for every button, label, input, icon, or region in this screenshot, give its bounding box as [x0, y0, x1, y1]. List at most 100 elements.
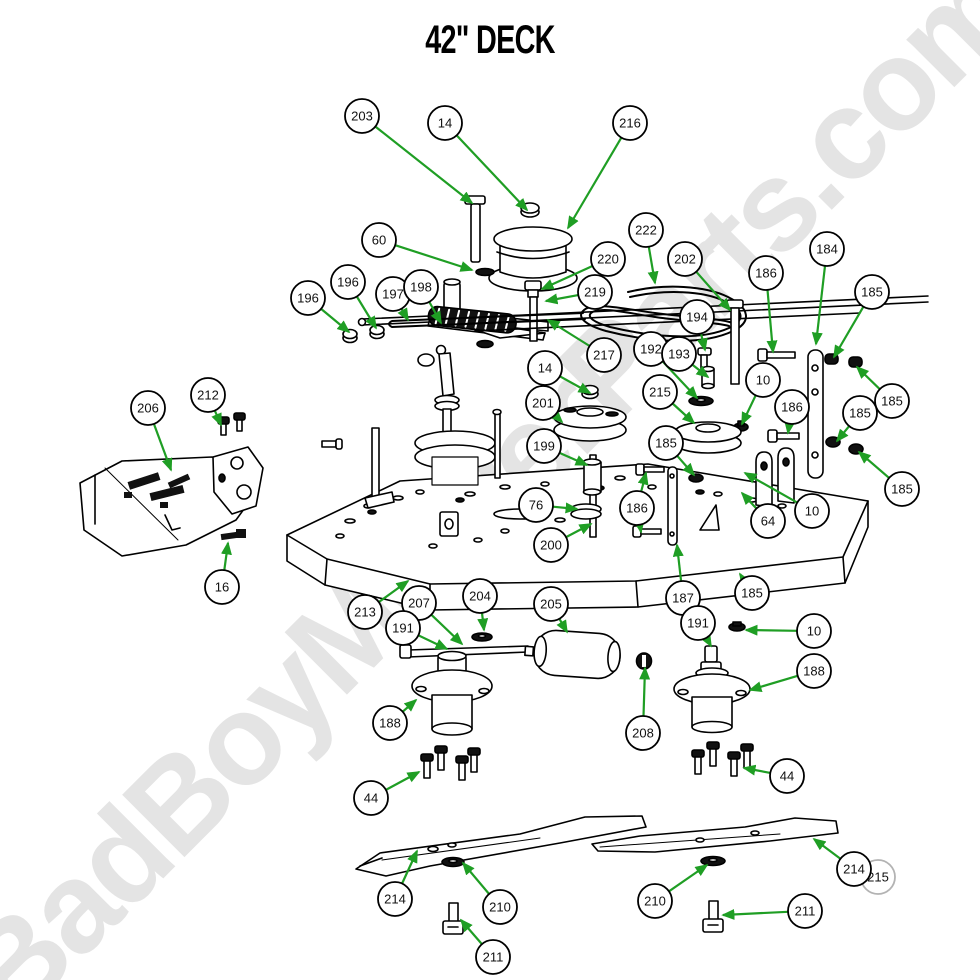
svg-text:210: 210 — [489, 900, 511, 915]
svg-text:10: 10 — [756, 373, 770, 388]
callout-220: 220 — [590, 241, 626, 277]
callout-arrow-188 — [401, 698, 418, 713]
callout-arrow-211 — [459, 918, 483, 945]
callout-arrow-196 — [320, 308, 351, 334]
discharge-chute — [79, 456, 253, 557]
callout-186: 186 — [748, 255, 784, 291]
svg-text:44: 44 — [780, 769, 794, 784]
callout-64: 64 — [750, 503, 786, 539]
callout-arrow-186 — [637, 471, 649, 492]
svg-text:208: 208 — [632, 726, 654, 741]
callout-214: 214 — [836, 851, 872, 887]
svg-text:185: 185 — [655, 436, 677, 451]
svg-text:211: 211 — [795, 904, 816, 919]
callout-76: 76 — [518, 487, 554, 523]
blade-bolts — [442, 900, 724, 935]
callout-arrow-185 — [855, 365, 881, 390]
svg-text:76: 76 — [529, 498, 543, 513]
svg-text:14: 14 — [438, 116, 452, 131]
svg-text:204: 204 — [469, 589, 491, 604]
callout-arrow-185 — [835, 425, 851, 443]
callout-arrow-201 — [550, 410, 564, 424]
callout-arrow-184 — [811, 265, 827, 346]
callout-arrow-203 — [374, 125, 474, 205]
callout-arrow-208 — [639, 666, 651, 717]
chute-bracket — [212, 446, 264, 515]
deck-plate — [286, 463, 869, 611]
callout-185: 185 — [842, 395, 878, 431]
callout-201: 201 — [525, 385, 561, 421]
callout-arrow-186 — [633, 519, 645, 534]
callout-184: 184 — [809, 231, 845, 267]
callout-191: 191 — [385, 610, 421, 646]
callout-199: 199 — [526, 428, 562, 464]
callout-arrow-185 — [676, 455, 696, 477]
right-spindle-assembly — [673, 621, 751, 734]
callout-214: 214 — [377, 881, 413, 917]
svg-text:191: 191 — [687, 616, 709, 631]
callout-213: 213 — [347, 594, 383, 630]
callout-197: 197 — [375, 276, 411, 312]
callout-212: 212 — [190, 377, 226, 413]
callout-196: 196 — [330, 264, 366, 300]
callout-202: 202 — [667, 241, 703, 277]
svg-text:214: 214 — [843, 862, 865, 877]
svg-text:186: 186 — [755, 266, 777, 281]
callout-arrow-44 — [385, 771, 421, 791]
callout-arrow-215 — [671, 402, 696, 425]
svg-text:192: 192 — [640, 342, 662, 357]
svg-text:184: 184 — [816, 242, 838, 257]
right-pulley-stack — [674, 347, 742, 454]
svg-text:220: 220 — [597, 252, 619, 267]
svg-text:213: 213 — [354, 605, 376, 620]
callout-186: 186 — [619, 490, 655, 526]
svg-text:186: 186 — [626, 501, 648, 516]
callout-14: 14 — [527, 350, 563, 386]
callout-arrow-213 — [378, 579, 410, 603]
callout-10: 10 — [745, 362, 781, 398]
callout-44: 44 — [769, 758, 805, 794]
callout-204: 204 — [462, 578, 498, 614]
left-pulley-assembly — [321, 344, 502, 509]
callout-arrow-10 — [743, 472, 798, 504]
svg-text:188: 188 — [803, 664, 825, 679]
callout-198: 198 — [403, 269, 439, 305]
left-spindle-assembly — [399, 632, 529, 736]
center-pulley — [553, 384, 627, 442]
callout-211: 211 — [475, 939, 511, 975]
callout-194: 194 — [679, 299, 715, 335]
svg-text:205: 205 — [540, 597, 562, 612]
svg-text:185: 185 — [741, 586, 763, 601]
svg-text:214: 214 — [384, 892, 406, 907]
svg-text:197: 197 — [382, 287, 404, 302]
svg-text:188: 188 — [379, 716, 401, 731]
callout-193: 193 — [661, 336, 697, 372]
svg-text:60: 60 — [372, 233, 386, 248]
svg-text:202: 202 — [674, 252, 696, 267]
callout-arrow-191 — [417, 634, 449, 650]
callout-arrow-216 — [567, 137, 623, 230]
page-title: 42" DECK — [425, 18, 555, 62]
svg-text:194: 194 — [686, 310, 708, 325]
belt-section — [476, 339, 494, 349]
top-bolt — [464, 195, 486, 263]
svg-text:200: 200 — [540, 538, 562, 553]
svg-text:219: 219 — [584, 285, 606, 300]
callout-arrow-222 — [647, 246, 659, 285]
blade-right — [591, 817, 839, 853]
callout-arrow-212 — [211, 410, 223, 427]
callout-arrow-193 — [691, 363, 710, 379]
callout-217: 217 — [586, 337, 622, 373]
svg-text:203: 203 — [351, 109, 373, 124]
svg-text:207: 207 — [408, 596, 430, 611]
svg-text:216: 216 — [619, 116, 641, 131]
callout-arrow-186 — [766, 289, 778, 354]
callout-211: 211 — [787, 893, 823, 929]
callout-16: 16 — [204, 569, 240, 605]
svg-text:187: 187 — [672, 591, 694, 606]
svg-text:185: 185 — [861, 285, 883, 300]
callout-10: 10 — [794, 493, 830, 529]
callout-208: 208 — [625, 715, 661, 751]
svg-text:10: 10 — [805, 504, 819, 519]
